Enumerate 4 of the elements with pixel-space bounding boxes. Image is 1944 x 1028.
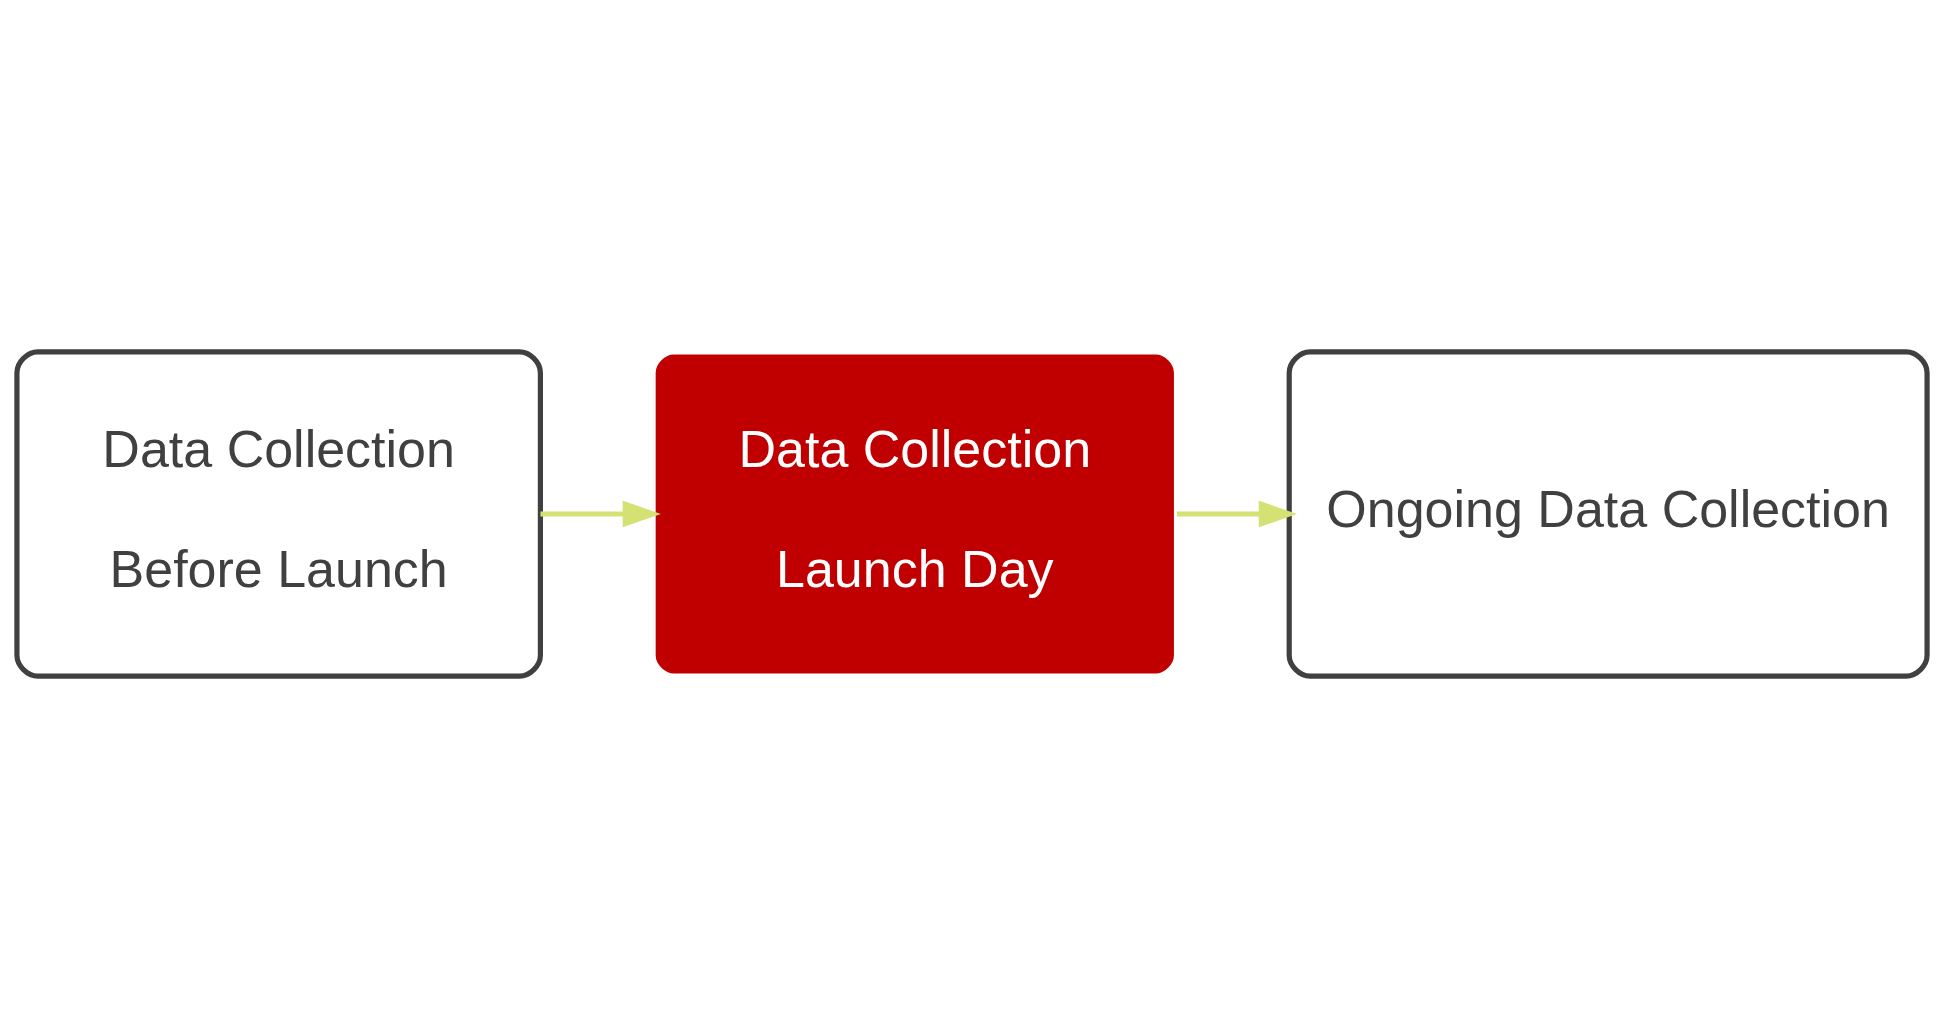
arrow bbox=[540, 500, 661, 528]
arrow bbox=[1176, 500, 1297, 528]
node-box: Ongoing Data Collection bbox=[1286, 349, 1930, 679]
node-box: Data Collection Before Launch bbox=[14, 349, 543, 679]
